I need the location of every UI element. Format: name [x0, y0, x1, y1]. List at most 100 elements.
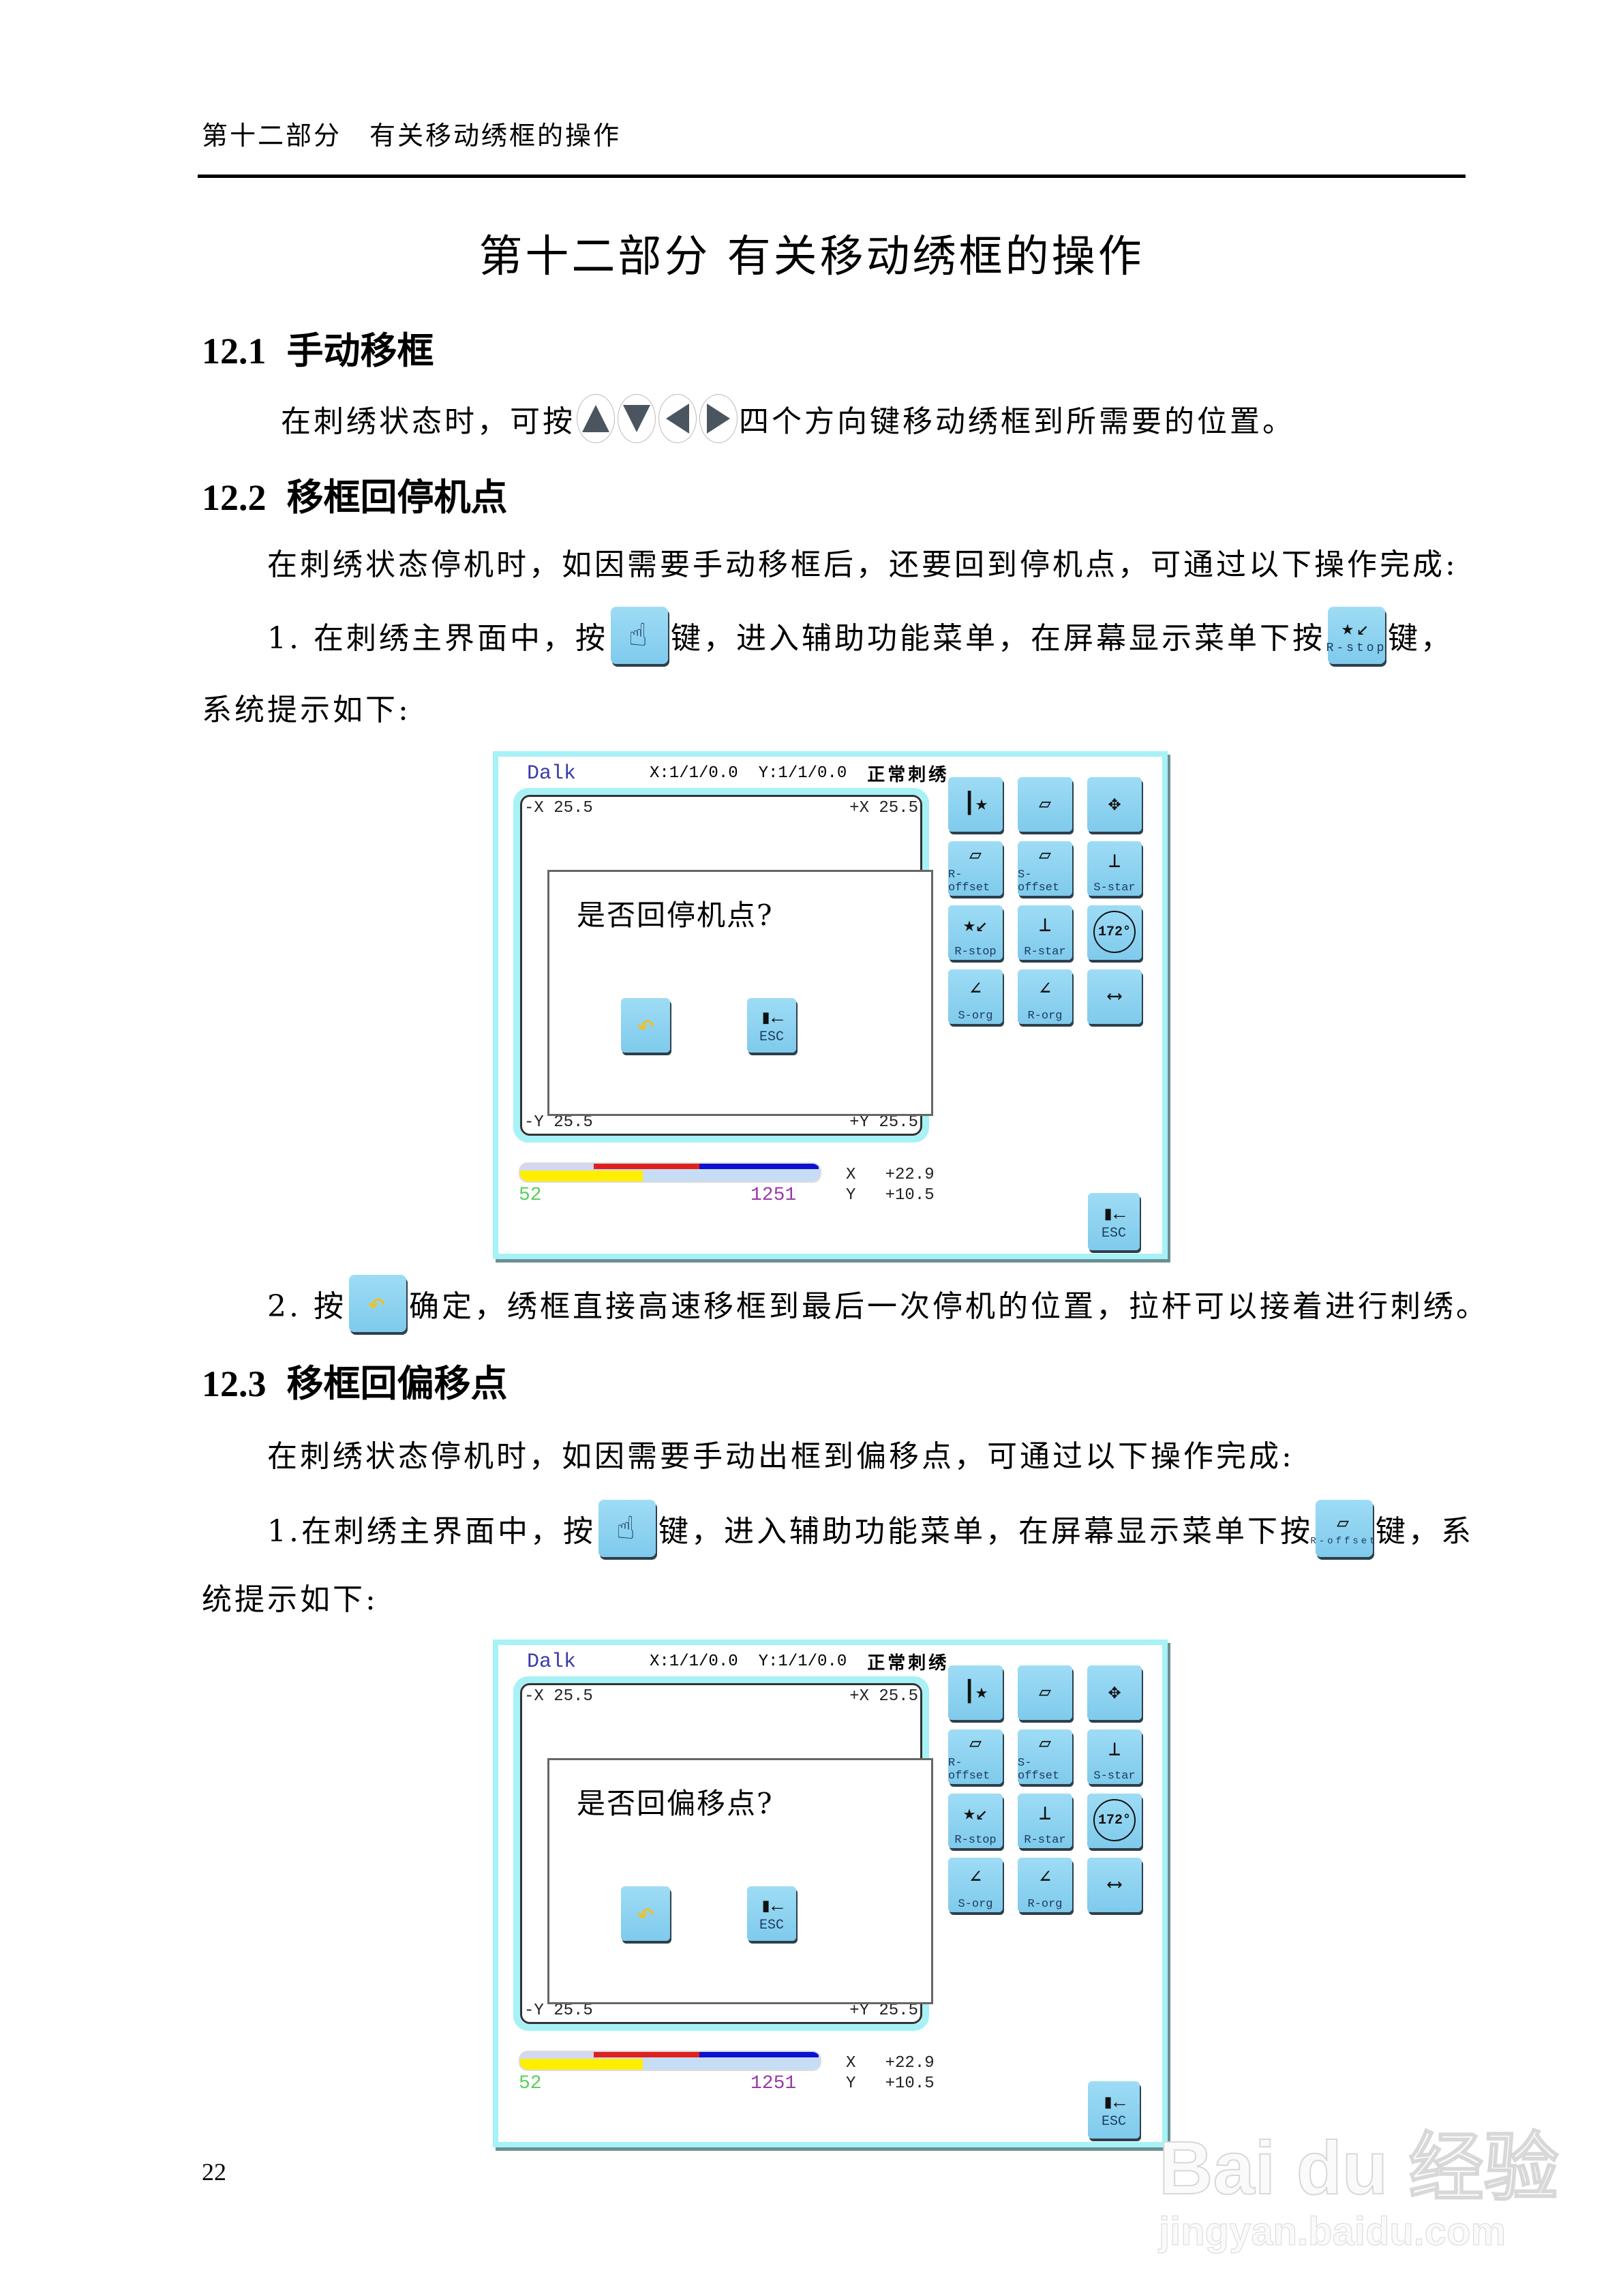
design-area: -X 25.5 +X 25.5 -Y 25.5 +Y 25.5 是否回偏移点? … — [513, 1676, 933, 2031]
neg-y-label: -Y 25.5 — [524, 1113, 593, 1132]
paragraph-12-2-step1-cont: 系统提示如下: — [202, 693, 411, 727]
star-arrow-icon: ★↙ — [962, 915, 988, 938]
section-title: 手动移框 — [286, 329, 434, 372]
confirm-dialog: 是否回停机点? ↶ ▮← ESC — [547, 870, 933, 1116]
down-arrow-key-icon — [618, 394, 656, 443]
angle-dial-icon: 172° — [1093, 911, 1136, 953]
button-r-star[interactable]: ⊥R-star — [1018, 1794, 1072, 1848]
angle-dial-icon: 172° — [1093, 1799, 1136, 1841]
button-stitch[interactable]: ⟷ — [1087, 1858, 1142, 1912]
button-s-offset[interactable]: ▱S-offset — [1018, 1729, 1072, 1784]
header-rule — [198, 175, 1466, 178]
page-title: 第十二部分 有关移动绣框的操作 — [479, 232, 1144, 282]
paragraph-12-1: 在刺绣状态时，可按 四个方向键移动绣框到所需要的位置。 — [281, 394, 1295, 443]
neg-x-label: -X 25.5 — [524, 799, 593, 817]
button-r-org[interactable]: ∠R-org — [1018, 1858, 1072, 1912]
axis-needle-icon: ⊥ — [1038, 1803, 1052, 1826]
running-head: 第十二部分 有关移动绣框的操作 — [202, 121, 622, 151]
needle-star-icon: ┃★ — [962, 1681, 988, 1705]
parallelogram-icon: ▱ — [1038, 1732, 1052, 1756]
baidu-watermark: Bai du 经验 jingyan.baidu.com — [1158, 2106, 1560, 2254]
button-frame-cross[interactable]: ✥ — [1087, 1665, 1142, 1720]
confirm-dialog: 是否回偏移点? ↶ ▮← ESC — [547, 1758, 933, 2004]
button-s-org[interactable]: ∠S-org — [948, 1858, 1003, 1912]
x-coordinate: X +22.9 — [846, 2054, 935, 2072]
paragraph-12-3-intro: 在刺绣状态停机时，如因需要手动出框到偏移点，可通过以下操作完成: — [267, 1439, 1294, 1474]
button-needle-frame-star[interactable]: ▱ — [1018, 777, 1072, 832]
button-needle-frame-star[interactable]: ▱ — [1018, 1665, 1072, 1720]
needle-frame-star-icon: ▱ — [1038, 793, 1052, 817]
stitch-count-left: 52 — [519, 2073, 542, 2094]
button-angle[interactable]: 172° — [1087, 1794, 1142, 1848]
screen-esc-button[interactable]: ▮← ESC — [1088, 1193, 1140, 1250]
up-arrow-key-icon — [577, 394, 615, 443]
parallelogram-icon: ▱ — [1038, 844, 1052, 868]
axis-needle-icon: ⊥ — [1038, 915, 1052, 938]
pos-x-label: +X 25.5 — [849, 1687, 918, 1706]
exit-door-icon: ▮← — [760, 1897, 783, 1918]
button-stitch[interactable]: ⟷ — [1087, 969, 1142, 1024]
needle-frame-star-icon: ▱ — [1038, 1681, 1052, 1705]
button-r-star[interactable]: ⊥R-star — [1018, 905, 1072, 960]
esc-button[interactable]: ▮← ESC — [747, 1886, 796, 1941]
y-info: Y:1/1/0.0 — [758, 764, 847, 783]
button-s-star[interactable]: ⊥S-star — [1087, 841, 1142, 896]
confirm-button[interactable]: ↶ — [621, 1886, 670, 1941]
button-r-stop[interactable]: ★↙R-stop — [948, 1794, 1003, 1848]
section-number: 12.1 — [202, 331, 267, 372]
axis-needle-icon: ⊥ — [1108, 1739, 1121, 1762]
button-s-org[interactable]: ∠S-org — [948, 969, 1003, 1024]
r-stop-key-icon: ★↙R-stop — [1326, 607, 1385, 664]
paragraph-12-3-step1: 1.在刺绣主界面中，按 ☝ 键，进入辅助功能菜单，在屏幕显示菜单下按 ▱R-of… — [267, 1500, 1474, 1557]
button-angle[interactable]: 172° — [1087, 905, 1142, 960]
hand-key-icon: ☝ — [610, 607, 668, 664]
confirm-button[interactable]: ↶ — [621, 998, 670, 1053]
origin-axis-icon: ∠ — [969, 1867, 982, 1890]
x-info: X:1/1/0.0 — [650, 1652, 738, 1671]
esc-button[interactable]: ▮← ESC — [747, 998, 796, 1053]
progress-bar — [519, 1162, 821, 1183]
button-needle-star[interactable]: ┃★ — [948, 1665, 1003, 1720]
button-s-star[interactable]: ⊥S-star — [1087, 1729, 1142, 1784]
status-label: 正常刺绣 — [867, 766, 950, 786]
right-arrow-key-icon — [699, 394, 738, 443]
star-arrow-icon: ★↙ — [962, 1803, 988, 1826]
brand-label: Dalk — [527, 761, 577, 785]
watermark-url: jingyan.baidu.com — [1159, 2209, 1506, 2254]
x-coordinate: X +22.9 — [846, 1166, 935, 1184]
needle-star-icon: ┃★ — [962, 793, 988, 817]
screen-esc-button[interactable]: ▮← ESC — [1088, 2081, 1140, 2139]
stitch-count-right: 1251 — [750, 2073, 797, 2094]
button-r-offset[interactable]: ▱R-offset — [948, 1729, 1003, 1784]
page-number: 22 — [202, 2158, 226, 2186]
parallelogram-icon: ▱ — [969, 1732, 982, 1756]
left-arrow-key-icon — [658, 394, 697, 443]
stitch-count-right: 1251 — [750, 1185, 797, 1206]
screen-status-bar: Dalk X:1/1/0.0 Y:1/1/0.0 正常刺绣 — [527, 761, 950, 787]
axis-needle-icon: ⊥ — [1108, 851, 1121, 874]
pos-y-label: +Y 25.5 — [849, 1113, 918, 1132]
button-r-stop[interactable]: ★↙R-stop — [948, 905, 1003, 960]
button-r-org[interactable]: ∠R-org — [1018, 969, 1072, 1024]
status-label: 正常刺绣 — [867, 1654, 950, 1674]
y-info: Y:1/1/0.0 — [758, 1652, 847, 1671]
button-r-offset[interactable]: ▱R-offset — [948, 841, 1003, 896]
dialog-question: 是否回停机点? — [577, 898, 774, 932]
hand-key-icon: ☝ — [598, 1500, 656, 1557]
exit-door-icon: ▮← — [1102, 2093, 1125, 2114]
return-arrow-icon: ↶ — [636, 1009, 655, 1045]
paragraph-12-2-intro: 在刺绣状态停机时，如因需要手动移框后，还要回到停机点，可通过以下操作完成: — [267, 547, 1458, 582]
screen-status-bar: Dalk X:1/1/0.0 Y:1/1/0.0 正常刺绣 — [527, 1649, 950, 1675]
stitch-wave-icon: ⟷ — [1108, 985, 1121, 1009]
dialog-question: 是否回偏移点? — [577, 1787, 774, 1820]
button-needle-star[interactable]: ┃★ — [948, 777, 1003, 832]
section-heading-12-1: 12.1 手动移框 — [202, 320, 434, 374]
function-button-grid: ┃★ ▱ ✥ ▱R-offset ▱S-offset ⊥S-star ★↙R-s… — [948, 1665, 1143, 1912]
button-frame-cross[interactable]: ✥ — [1087, 777, 1142, 832]
paragraph-12-2-step2: 2. 按 ↶ 确定，绣框直接高速移框到最后一次停机的位置，拉杆可以接着进行刺绣。 — [267, 1275, 1489, 1332]
y-coordinate: Y +10.5 — [846, 2074, 935, 2093]
neg-x-label: -X 25.5 — [524, 1687, 593, 1706]
button-s-offset[interactable]: ▱S-offset — [1018, 841, 1072, 896]
r-offset-key-icon: ▱R-offset — [1310, 1500, 1376, 1557]
